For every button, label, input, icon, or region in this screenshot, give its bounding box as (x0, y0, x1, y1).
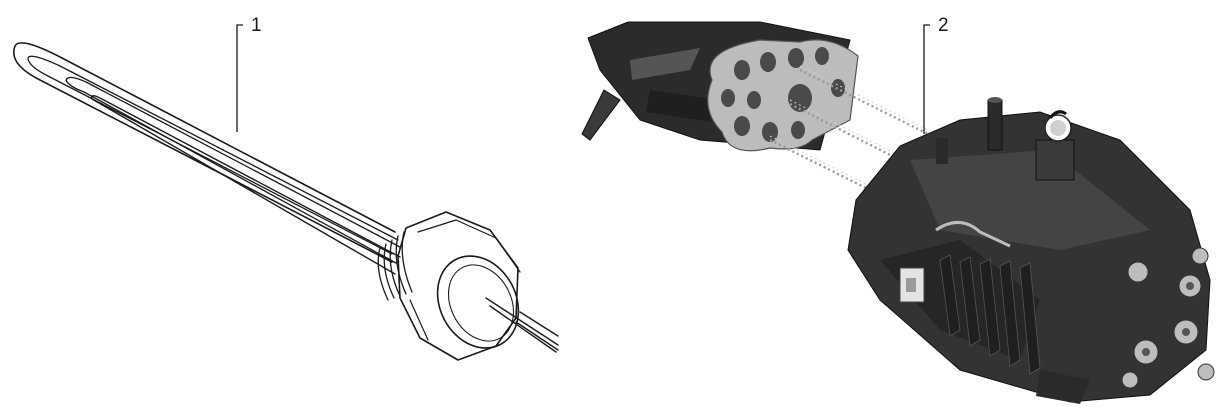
heater-tube-lower (90, 95, 401, 275)
plate-holes (721, 47, 845, 142)
heater-thread (377, 231, 413, 301)
callout-1: 1 (236, 15, 262, 132)
assembly-mounting-foot (1036, 370, 1090, 404)
heater-terminal-rods (485, 297, 559, 353)
assembly-sensor-post (987, 99, 1003, 151)
heating-element-assembly (581, 21, 1215, 404)
assembly-rear-foot (581, 89, 621, 141)
callout-2-leader (923, 24, 930, 134)
cooling-fins (939, 254, 1041, 375)
heater-end-cap (436, 255, 520, 349)
immersion-heater-element (13, 42, 559, 361)
heating-springs (769, 65, 931, 192)
spring-upper (799, 68, 931, 137)
spring-lower (769, 138, 871, 192)
spring-middle (789, 102, 901, 162)
assembly-wire (935, 221, 1011, 248)
callout-2-label: 2 (938, 15, 949, 36)
heater-tube-middle (27, 55, 399, 255)
heater-end-cap-inner (447, 264, 515, 342)
heater-tube-outer (13, 42, 396, 263)
callout-2: 2 (923, 15, 949, 134)
thermostat-knob (1035, 110, 1075, 181)
heater-hex-nut-edge (417, 219, 521, 273)
callout-1-leader (236, 24, 243, 132)
heater-tube-inner (65, 76, 401, 264)
callout-1-label: 1 (251, 15, 262, 36)
